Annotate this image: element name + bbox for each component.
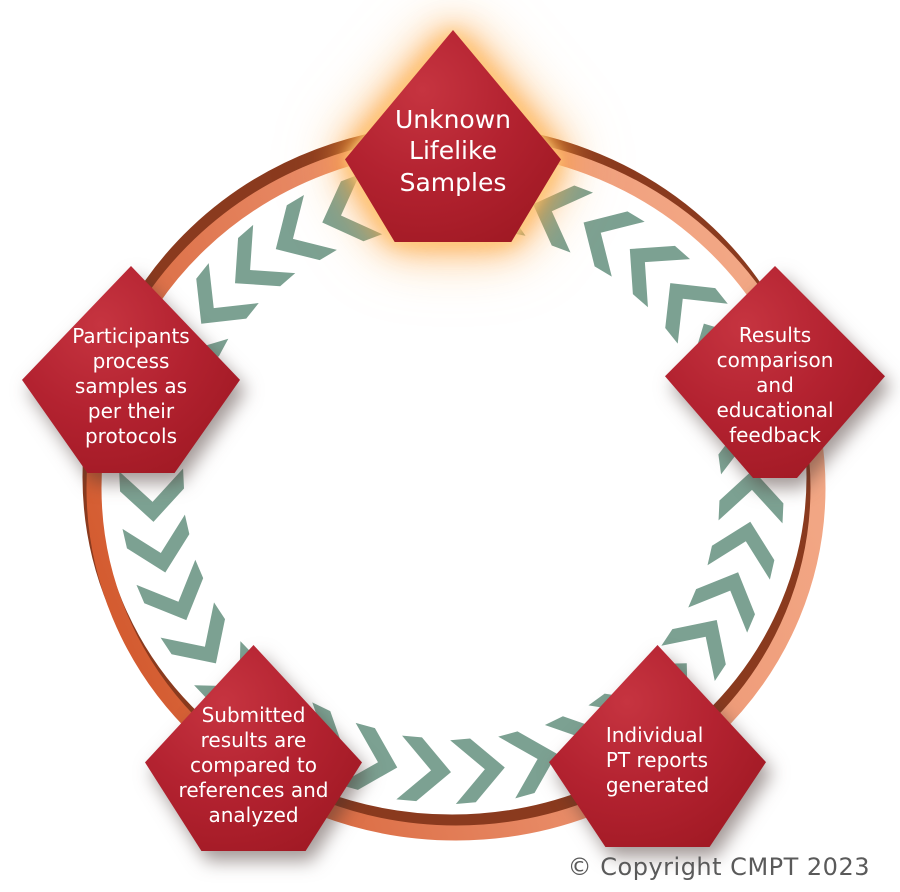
node-label: Results comparison and educational feedb… <box>716 322 834 447</box>
chevron-icon <box>122 514 197 580</box>
chevron-icon <box>119 468 186 524</box>
node-shape: Submitted results are compared to refere… <box>145 645 362 851</box>
chevron-icon <box>396 735 454 804</box>
chevron-icon <box>688 559 768 633</box>
node-unknown-lifelike-samples: Unknown Lifelike Samples <box>345 30 561 242</box>
node-label: Participants process samples as per thei… <box>72 324 190 448</box>
node-label: Unknown Lifelike Samples <box>394 105 512 197</box>
node-participants-process-samples: Participants process samples as per thei… <box>22 266 240 473</box>
node-shape: Participants process samples as per thei… <box>22 266 240 473</box>
chevron-icon <box>136 559 216 633</box>
copyright-text: © Copyright CMPT 2023 <box>567 853 870 881</box>
node-individual-pt-reports: Individual PT reports generated <box>549 645 766 847</box>
node-shape: Unknown Lifelike Samples <box>345 30 561 242</box>
node-shape: Results comparison and educational feedb… <box>665 266 885 478</box>
chevron-icon <box>259 194 337 277</box>
node-shape: Individual PT reports generated <box>549 645 766 847</box>
chevron-icon <box>450 735 508 804</box>
node-submitted-results-analyzed: Submitted results are compared to refere… <box>145 645 362 851</box>
chevron-icon <box>707 514 782 580</box>
node-results-comparison-feedback: Results comparison and educational feedb… <box>665 266 885 478</box>
node-label: Submitted results are compared to refere… <box>178 702 329 827</box>
node-label: Individual PT reports generated <box>605 722 710 797</box>
